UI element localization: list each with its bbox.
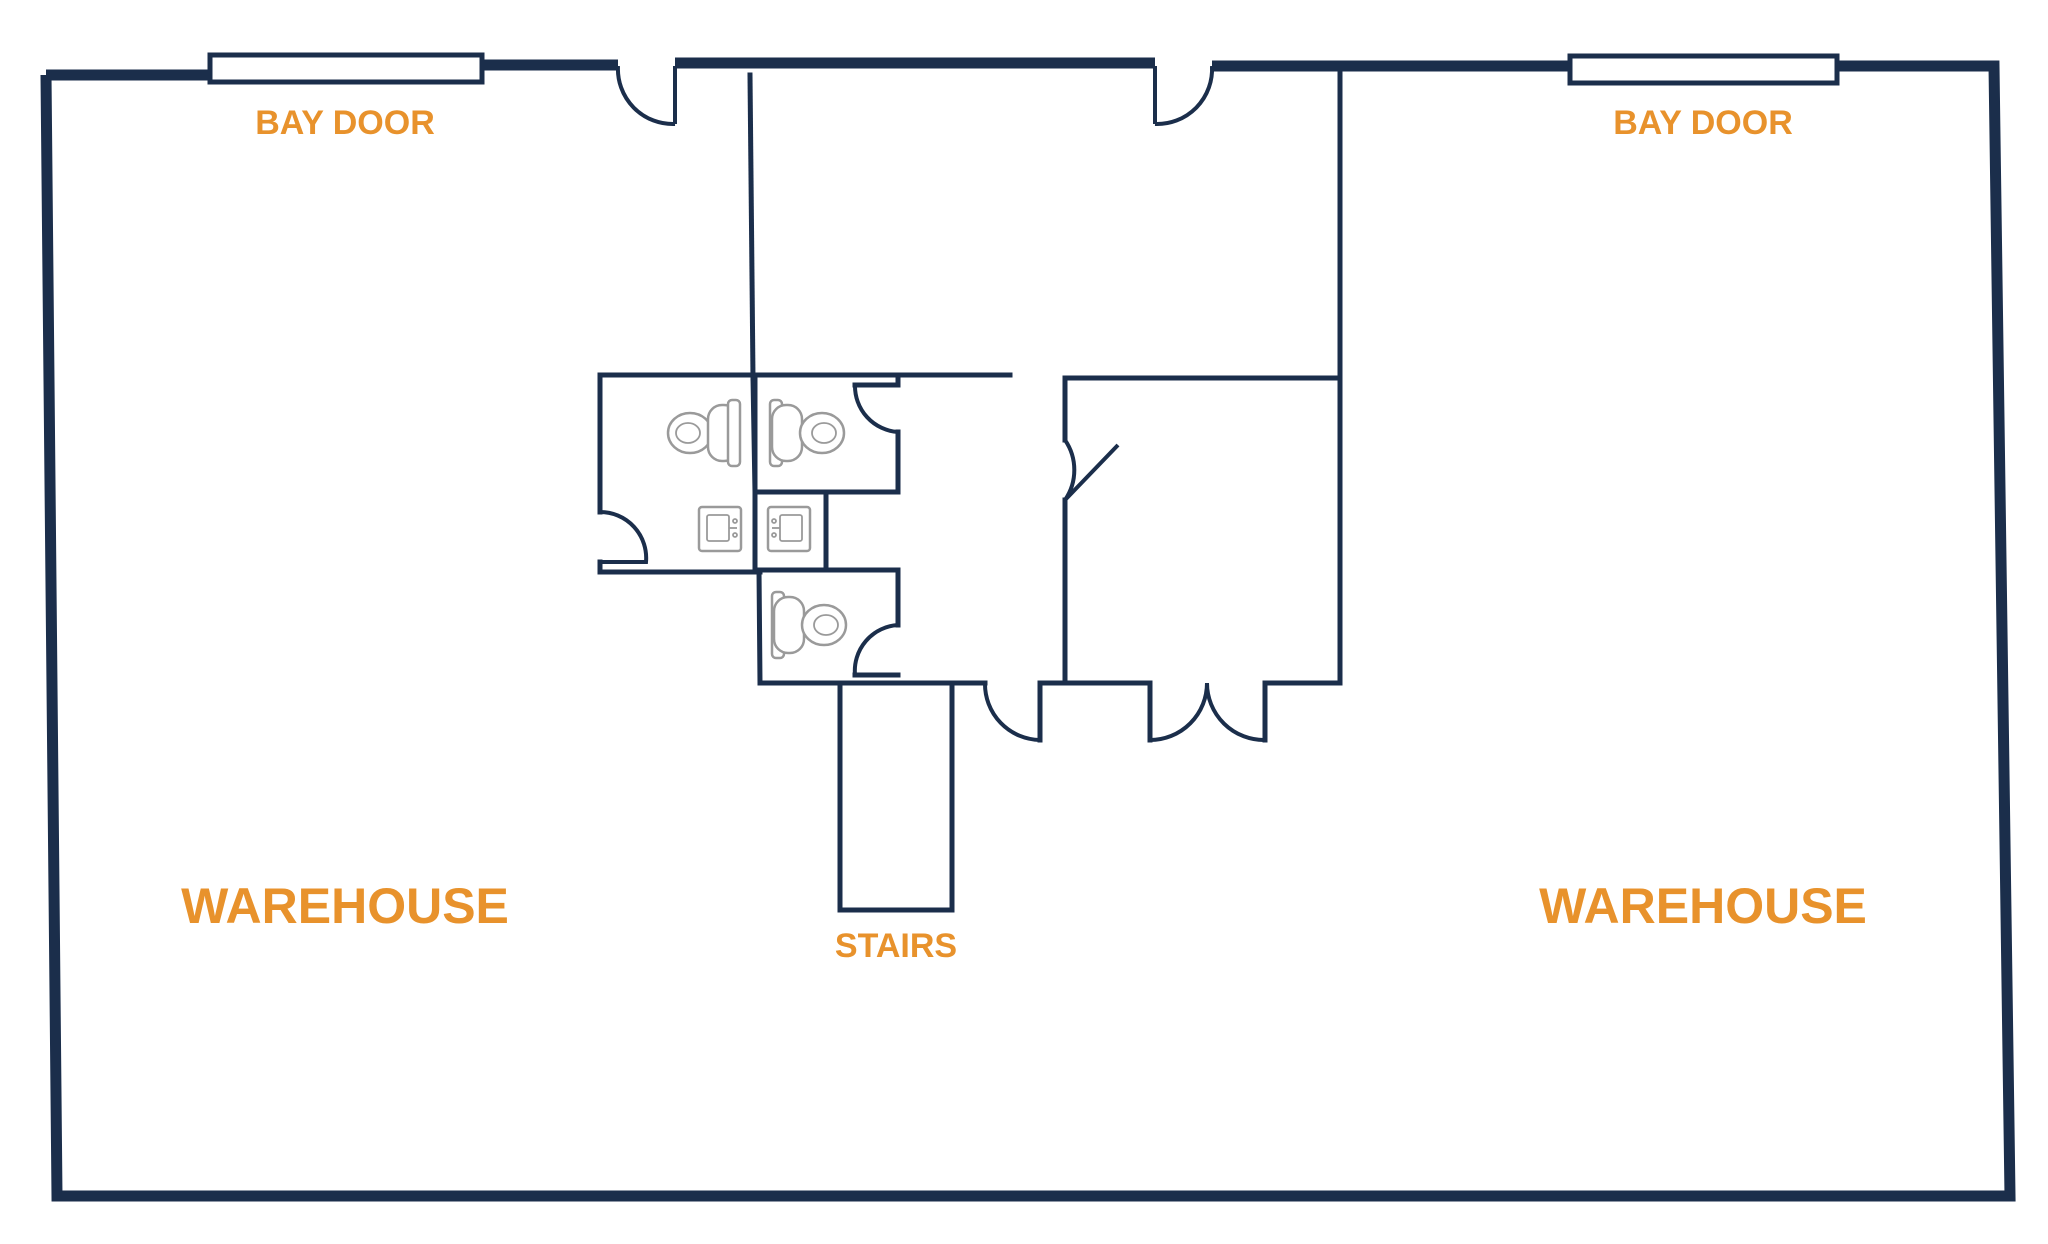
bay-door-left-label: BAY DOOR <box>255 104 435 142</box>
door-swing-icon <box>1063 438 1120 502</box>
door-swing-icon <box>982 682 1041 742</box>
door-swing-icon <box>599 509 649 564</box>
sink-icon <box>697 505 743 553</box>
door-swing-icon <box>615 65 676 127</box>
sink-icon <box>766 505 812 553</box>
bay-door-icon <box>1567 53 1840 86</box>
toilet-icon <box>770 590 848 660</box>
outer-wall <box>40 57 2016 1202</box>
toilet-icon <box>768 398 846 468</box>
toilet-icon <box>666 398 742 468</box>
door-swing-icon <box>852 384 899 434</box>
stairs-label: STAIRS <box>835 927 957 965</box>
door-swing-icon <box>1149 682 1209 742</box>
warehouse-right-label: WAREHOUSE <box>1539 878 1867 934</box>
interior-walls <box>597 63 1343 743</box>
door-swing-icon <box>852 623 899 676</box>
bay-door-icon <box>207 52 485 85</box>
door-swing-icon <box>1205 682 1266 743</box>
warehouse-left-label: WAREHOUSE <box>181 878 509 934</box>
stairs-block <box>837 680 955 913</box>
bay-door-right-label: BAY DOOR <box>1613 104 1793 142</box>
door-swing-icon <box>1154 65 1215 127</box>
